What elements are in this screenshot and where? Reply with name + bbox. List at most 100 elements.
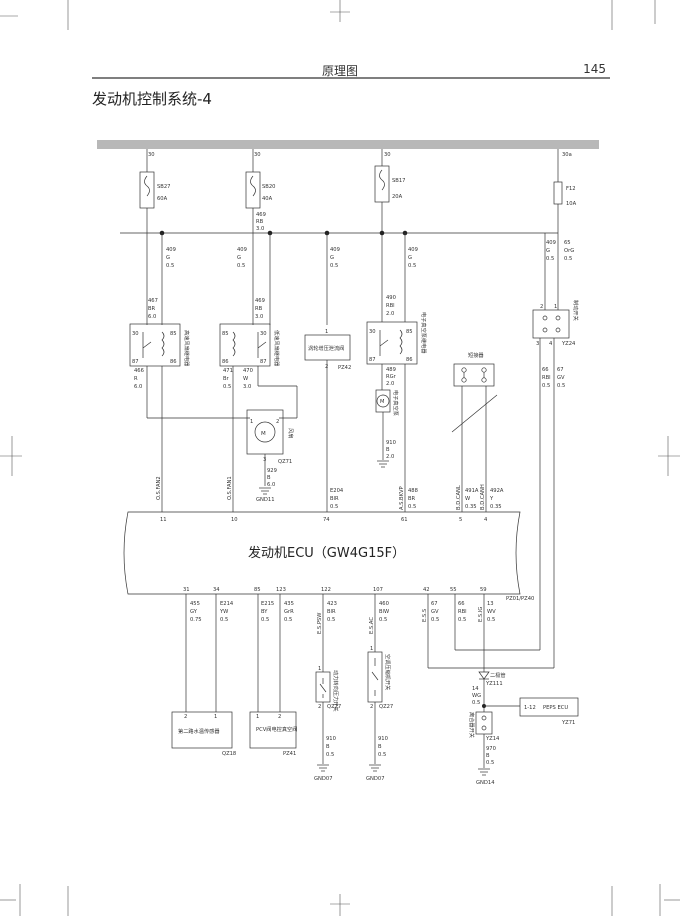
svg-text:E.S.AC: E.S.AC	[369, 617, 375, 634]
svg-text:离合器开关: 离合器开关	[468, 712, 476, 738]
svg-text:WV: WV	[487, 609, 496, 615]
svg-text:PZ42: PZ42	[338, 365, 351, 371]
svg-text:B: B	[386, 447, 390, 453]
svg-text:0.5: 0.5	[557, 383, 565, 389]
svg-text:87: 87	[369, 357, 376, 363]
svg-text:0.5: 0.5	[330, 504, 338, 510]
svg-text:QZ27: QZ27	[327, 704, 341, 710]
svg-text:30: 30	[369, 329, 376, 335]
svg-text:BY: BY	[261, 609, 268, 615]
svg-text:3.0: 3.0	[256, 226, 264, 232]
svg-text:RGr: RGr	[386, 374, 397, 380]
svg-text:5: 5	[459, 517, 462, 523]
svg-text:RB: RB	[256, 219, 264, 225]
svg-text:0.5: 0.5	[220, 617, 228, 623]
svg-text:QZ27: QZ27	[379, 704, 393, 710]
page-number: 145	[583, 62, 606, 76]
svg-text:O.S.FAN1: O.S.FAN1	[227, 476, 233, 500]
svg-text:490: 490	[386, 295, 396, 301]
header-title: 原理图	[321, 64, 358, 78]
svg-text:455: 455	[190, 601, 200, 607]
svg-text:BR: BR	[408, 496, 416, 502]
relay-low-speed-fan: 85 30 86 87 低速风扇继电器	[219, 323, 281, 367]
svg-text:59: 59	[480, 587, 487, 593]
svg-text:0.5: 0.5	[564, 256, 572, 262]
svg-text:491A: 491A	[465, 488, 479, 494]
svg-text:涡轮增压泄流阀: 涡轮增压泄流阀	[308, 344, 344, 352]
svg-text:85: 85	[406, 329, 413, 335]
svg-text:0.5: 0.5	[330, 263, 338, 269]
svg-text:F12: F12	[566, 186, 576, 192]
svg-text:2.0: 2.0	[386, 454, 394, 460]
svg-text:13: 13	[487, 601, 494, 607]
svg-text:488: 488	[408, 488, 418, 494]
svg-text:电子真空泵: 电子真空泵	[392, 390, 400, 416]
svg-text:0.5: 0.5	[487, 617, 495, 623]
svg-text:OrG: OrG	[564, 248, 574, 254]
svg-text:3: 3	[536, 341, 539, 347]
svg-text:Y: Y	[489, 496, 494, 502]
svg-text:85: 85	[222, 331, 229, 337]
svg-text:GY: GY	[190, 609, 198, 615]
svg-text:1: 1	[250, 419, 253, 425]
svg-text:G: G	[330, 255, 334, 261]
svg-text:GrR: GrR	[284, 609, 294, 615]
svg-text:BlR: BlR	[327, 609, 336, 615]
svg-text:二极管: 二极管	[490, 671, 506, 679]
svg-text:BlW: BlW	[379, 609, 389, 615]
svg-text:31: 31	[183, 587, 190, 593]
svg-text:RBl: RBl	[386, 303, 395, 309]
svg-text:469: 469	[255, 298, 265, 304]
svg-text:2: 2	[318, 704, 321, 710]
svg-text:2: 2	[370, 704, 373, 710]
svg-text:409: 409	[546, 240, 556, 246]
svg-text:R: R	[134, 376, 138, 382]
svg-text:2.0: 2.0	[386, 311, 394, 317]
svg-text:85: 85	[254, 587, 261, 593]
svg-text:SB20: SB20	[262, 184, 275, 190]
svg-text:466: 466	[134, 368, 144, 374]
svg-text:PZ01/PZ40: PZ01/PZ40	[506, 596, 534, 602]
svg-text:30: 30	[132, 331, 139, 337]
vacuum-pump-motor: M 电子真空泵	[375, 389, 400, 416]
svg-text:动力转向压力开关: 动力转向压力开关	[332, 670, 340, 712]
svg-text:0.5: 0.5	[326, 752, 334, 758]
ground-gnd11: GND11	[256, 487, 275, 503]
power-label-4: 30a	[562, 152, 572, 158]
svg-text:409: 409	[237, 247, 247, 253]
svg-text:4: 4	[549, 341, 553, 347]
svg-text:GND11: GND11	[256, 497, 275, 503]
svg-text:B.D.CANL: B.D.CANL	[456, 485, 462, 510]
svg-text:WG: WG	[472, 693, 481, 699]
svg-text:10: 10	[231, 517, 238, 523]
power-steering-switch: 1 2 QZ27 动力转向压力开关	[315, 666, 341, 712]
svg-text:PZ41: PZ41	[283, 751, 296, 757]
ground-gnd14: GND14	[476, 780, 495, 786]
svg-text:1: 1	[325, 329, 328, 335]
svg-text:0.5: 0.5	[378, 752, 386, 758]
svg-text:86: 86	[222, 359, 229, 365]
svg-text:61: 61	[401, 517, 408, 523]
svg-text:1: 1	[370, 646, 373, 652]
svg-text:B.D.CANH: B.D.CANH	[480, 484, 486, 510]
svg-text:489: 489	[386, 367, 396, 373]
svg-text:423: 423	[327, 601, 337, 607]
svg-text:122: 122	[321, 587, 331, 593]
svg-text:A.S.BKVP: A.S.BKVP	[399, 486, 405, 510]
power-label-1: 30	[148, 152, 155, 158]
svg-text:B: B	[267, 475, 271, 481]
svg-text:409: 409	[166, 247, 176, 253]
svg-text:1: 1	[214, 714, 217, 720]
svg-text:470: 470	[243, 368, 253, 374]
svg-text:0.5: 0.5	[327, 617, 335, 623]
turbo-bypass-valve: 1 2 涡轮增压泄流阀 PZ42	[304, 329, 351, 371]
svg-text:409: 409	[408, 247, 418, 253]
svg-text:0.35: 0.35	[490, 504, 502, 510]
svg-text:1: 1	[256, 714, 259, 720]
svg-text:0.5: 0.5	[408, 263, 416, 269]
svg-text:85: 85	[170, 331, 177, 337]
svg-text:6.0: 6.0	[134, 384, 142, 390]
svg-text:86: 86	[170, 359, 177, 365]
svg-text:6.0: 6.0	[267, 482, 275, 488]
